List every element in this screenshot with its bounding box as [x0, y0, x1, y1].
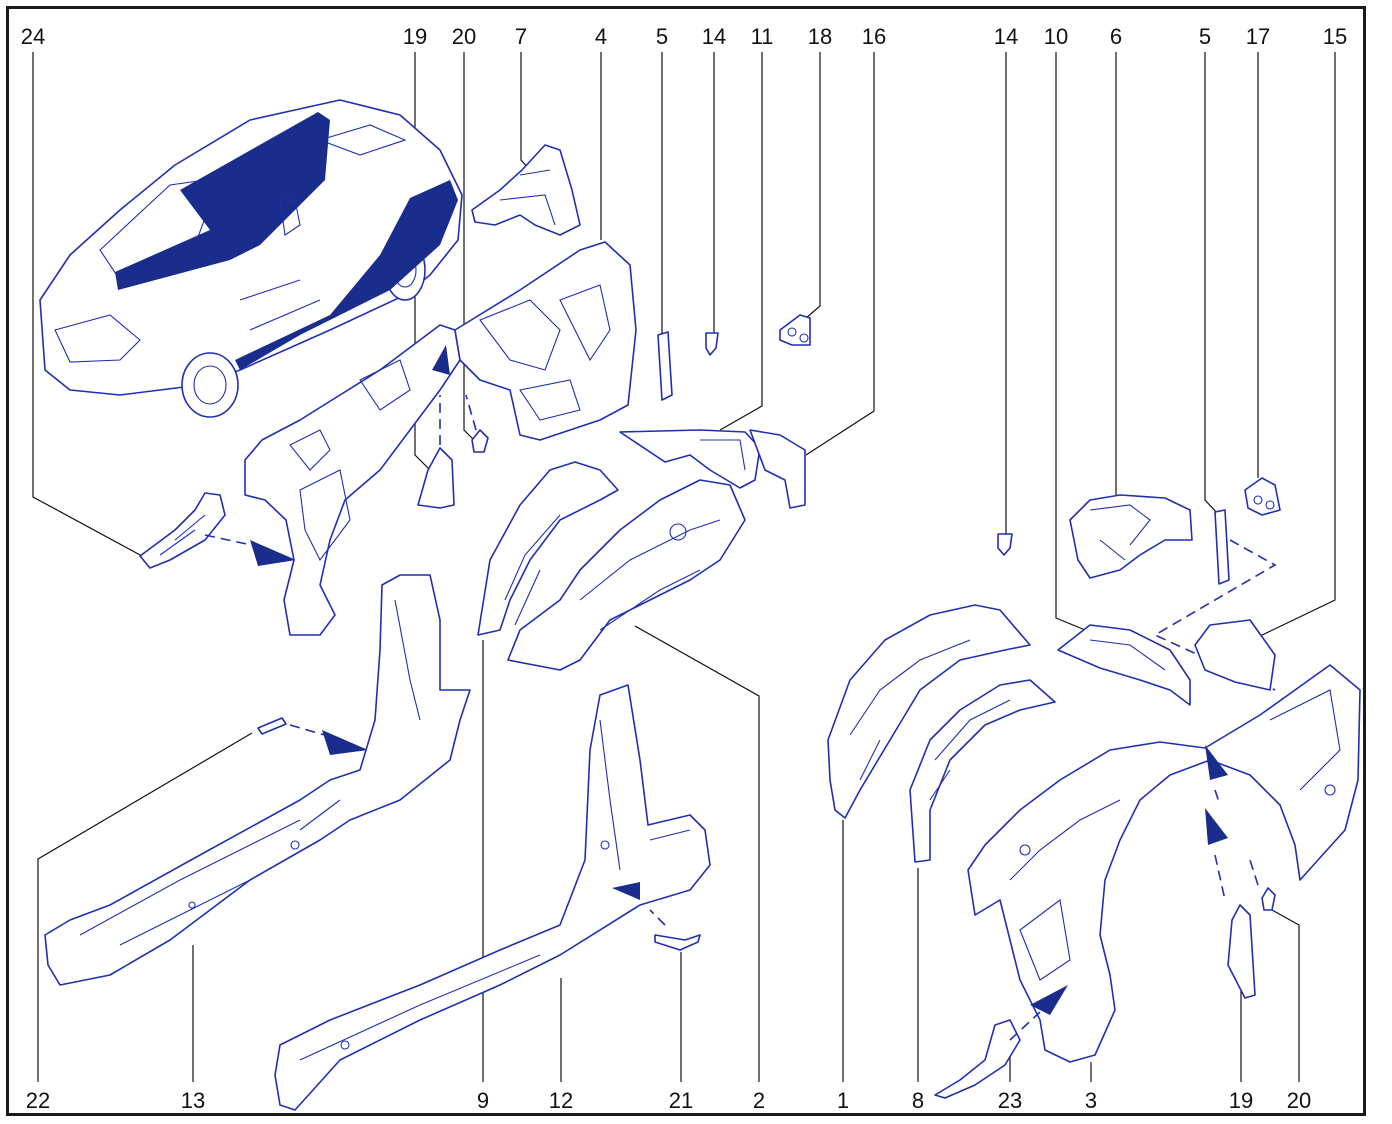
callout-4: 4 — [594, 24, 608, 49]
dash-21 — [649, 909, 666, 926]
arrow-3-lower — [1205, 808, 1228, 845]
callout-18: 18 — [807, 24, 833, 49]
dash-20-bottom — [1249, 859, 1259, 886]
callout-20-top: 20 — [451, 24, 477, 49]
callout-19-bottom: 19 — [1228, 1088, 1254, 1113]
part-1-arch — [827, 604, 1031, 819]
callout-13: 13 — [180, 1088, 206, 1113]
part-10-bracket — [1057, 624, 1191, 706]
part-3-rear-quarter — [967, 664, 1361, 1063]
part-left-pillar-assembly — [244, 324, 461, 636]
leader-2 — [634, 625, 760, 1082]
part-8-arch — [909, 679, 1056, 863]
callout-14-left: 14 — [701, 24, 727, 49]
callout-3: 3 — [1084, 1088, 1098, 1113]
leader-11 — [719, 52, 763, 431]
leader-5-right — [1204, 52, 1219, 515]
part-21-clip — [654, 934, 701, 951]
part-4-rear-panel — [454, 241, 637, 441]
callout-6: 6 — [1109, 24, 1123, 49]
leader-16 — [805, 52, 875, 456]
callout-21: 21 — [668, 1088, 694, 1113]
part-18-hinge — [779, 314, 811, 346]
callout-14-right: 14 — [993, 24, 1019, 49]
callout-10: 10 — [1043, 24, 1069, 49]
part-12-center-sill — [274, 684, 711, 1111]
part-14-left-stud — [705, 332, 719, 356]
callout-1: 1 — [836, 1088, 850, 1113]
arrow-22 — [322, 730, 368, 755]
car-highlight-inner-panel — [115, 112, 330, 290]
part-2-outer-arch — [507, 479, 746, 671]
callout-5-left: 5 — [655, 24, 669, 49]
callout-24: 24 — [20, 24, 46, 49]
part-20-top-clip — [471, 429, 489, 453]
part-16-bracket — [749, 429, 806, 509]
callout-8: 8 — [911, 1088, 925, 1113]
part-9-inner-arch — [477, 461, 619, 636]
leader-20-top — [463, 52, 475, 441]
part-17-hinge — [1244, 477, 1281, 516]
car-rear-window — [318, 124, 407, 156]
part-20-bottom-clip — [1261, 887, 1276, 911]
callout-16: 16 — [861, 24, 887, 49]
car-front-wheel — [181, 352, 239, 418]
callout-20-bottom: 20 — [1286, 1088, 1312, 1113]
leader-20-bottom — [1271, 909, 1300, 1082]
diagram-frame — [6, 6, 1366, 1116]
car-illustration — [39, 99, 463, 418]
leader-15 — [1257, 52, 1336, 638]
callout-23: 23 — [997, 1088, 1023, 1113]
arrow-21 — [612, 882, 640, 900]
arrow-3-upper — [1205, 745, 1228, 780]
callout-9: 9 — [476, 1088, 490, 1113]
leader-7 — [520, 52, 531, 171]
part-14-right-stud — [997, 533, 1013, 556]
leader-10 — [1055, 52, 1091, 633]
part-7-bracket — [471, 144, 581, 236]
leader-24 — [32, 52, 143, 557]
part-24-bracket — [139, 492, 226, 569]
car-seat — [279, 199, 301, 236]
car-door-lines — [239, 279, 321, 331]
part-5-right-strap — [1214, 509, 1230, 585]
callout-2: 2 — [752, 1088, 766, 1113]
part-19-bottom-brace — [1227, 904, 1256, 999]
dash-3 — [1214, 789, 1226, 901]
leader-18 — [805, 52, 821, 319]
callout-17: 17 — [1245, 24, 1271, 49]
part-19-top-brace — [417, 447, 455, 509]
part-22-clip — [257, 717, 287, 735]
part-6-bracket — [1069, 494, 1193, 579]
car-front-wheel-hub — [193, 365, 227, 405]
callout-22: 22 — [25, 1088, 51, 1113]
car-highlight-side-structure — [235, 180, 458, 370]
dash-23 — [1009, 1011, 1041, 1041]
arrow-23 — [1030, 985, 1068, 1015]
callout-15: 15 — [1322, 24, 1348, 49]
leader-22 — [37, 732, 253, 1082]
arrow-24 — [250, 540, 296, 566]
part-23-bracket — [934, 1019, 1021, 1099]
callout-5-right: 5 — [1198, 24, 1212, 49]
dash-20-top — [465, 394, 477, 431]
callout-7: 7 — [514, 24, 528, 49]
part-11-bracket — [619, 429, 761, 489]
part-13-left-sill — [44, 574, 471, 986]
part-5-left-strap — [657, 331, 673, 401]
car-front-grille — [54, 314, 141, 363]
callout-19-top: 19 — [402, 24, 428, 49]
part-15-bracket — [1194, 619, 1276, 691]
callout-11: 11 — [750, 24, 774, 49]
callout-12: 12 — [548, 1088, 574, 1113]
arrow-19-top — [432, 345, 450, 375]
